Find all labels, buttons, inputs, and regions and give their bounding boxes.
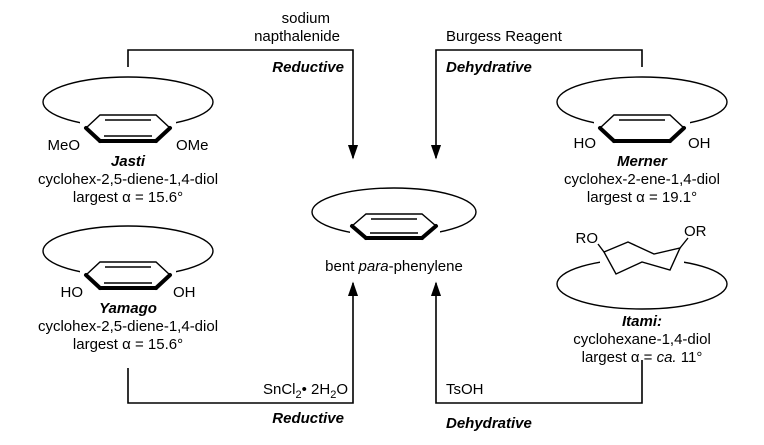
itami-sub-left: RO (576, 230, 599, 247)
yamago-sub-right: OH (173, 284, 196, 301)
center-label: bent para-phenylene (325, 258, 463, 275)
reagent-bottom-left: SnCl2• 2H2O (263, 381, 348, 401)
arrow-top-left (127, 49, 359, 160)
yamago-line2: largest α = 15.6° (73, 336, 183, 353)
merner-line1: cyclohex-2-ene-1,4-diol (564, 171, 720, 188)
method-bottom-right: Dehydrative (446, 415, 532, 432)
arrow-bottom-left (127, 281, 359, 404)
yamago-sub-left: HO (61, 284, 84, 301)
yamago-line1: cyclohex-2,5-diene-1,4-diol (38, 318, 218, 335)
method-top-right: Dehydrative (446, 59, 532, 76)
merner-name: Merner (617, 153, 668, 170)
itami-sub-right: OR (684, 223, 707, 240)
merner-sub-right: OH (688, 135, 711, 152)
itami-line1: cyclohexane-1,4-diol (573, 331, 711, 348)
arrow-top-right (430, 49, 643, 160)
method-top-left: Reductive (272, 59, 344, 76)
center-structure (311, 187, 477, 248)
reagent-top-right: Burgess Reagent (446, 28, 563, 45)
jasti-line2: largest α = 15.6° (73, 189, 183, 206)
merner-line2: largest α = 19.1° (587, 189, 697, 206)
reagent-bottom-right: TsOH (446, 381, 484, 398)
reagent-top-left-line1: sodium (282, 10, 330, 27)
itami-line2: largest α = ca. 11° (582, 349, 703, 366)
itami-name: Itami: (622, 313, 662, 330)
reagent-top-left-line2: napthalenide (254, 28, 340, 45)
jasti-sub-right: OMe (176, 137, 209, 154)
yamago-name: Yamago (99, 300, 157, 317)
jasti-structure (42, 76, 214, 143)
jasti-line1: cyclohex-2,5-diene-1,4-diol (38, 171, 218, 188)
jasti-sub-left: MeO (47, 137, 80, 154)
merner-sub-left: HO (574, 135, 597, 152)
merner-structure (556, 76, 728, 143)
jasti-name: Jasti (111, 153, 146, 170)
itami-structure (556, 237, 728, 310)
method-bottom-left: Reductive (272, 410, 344, 427)
yamago-structure (42, 225, 214, 290)
arrow-bottom-right (430, 281, 643, 404)
